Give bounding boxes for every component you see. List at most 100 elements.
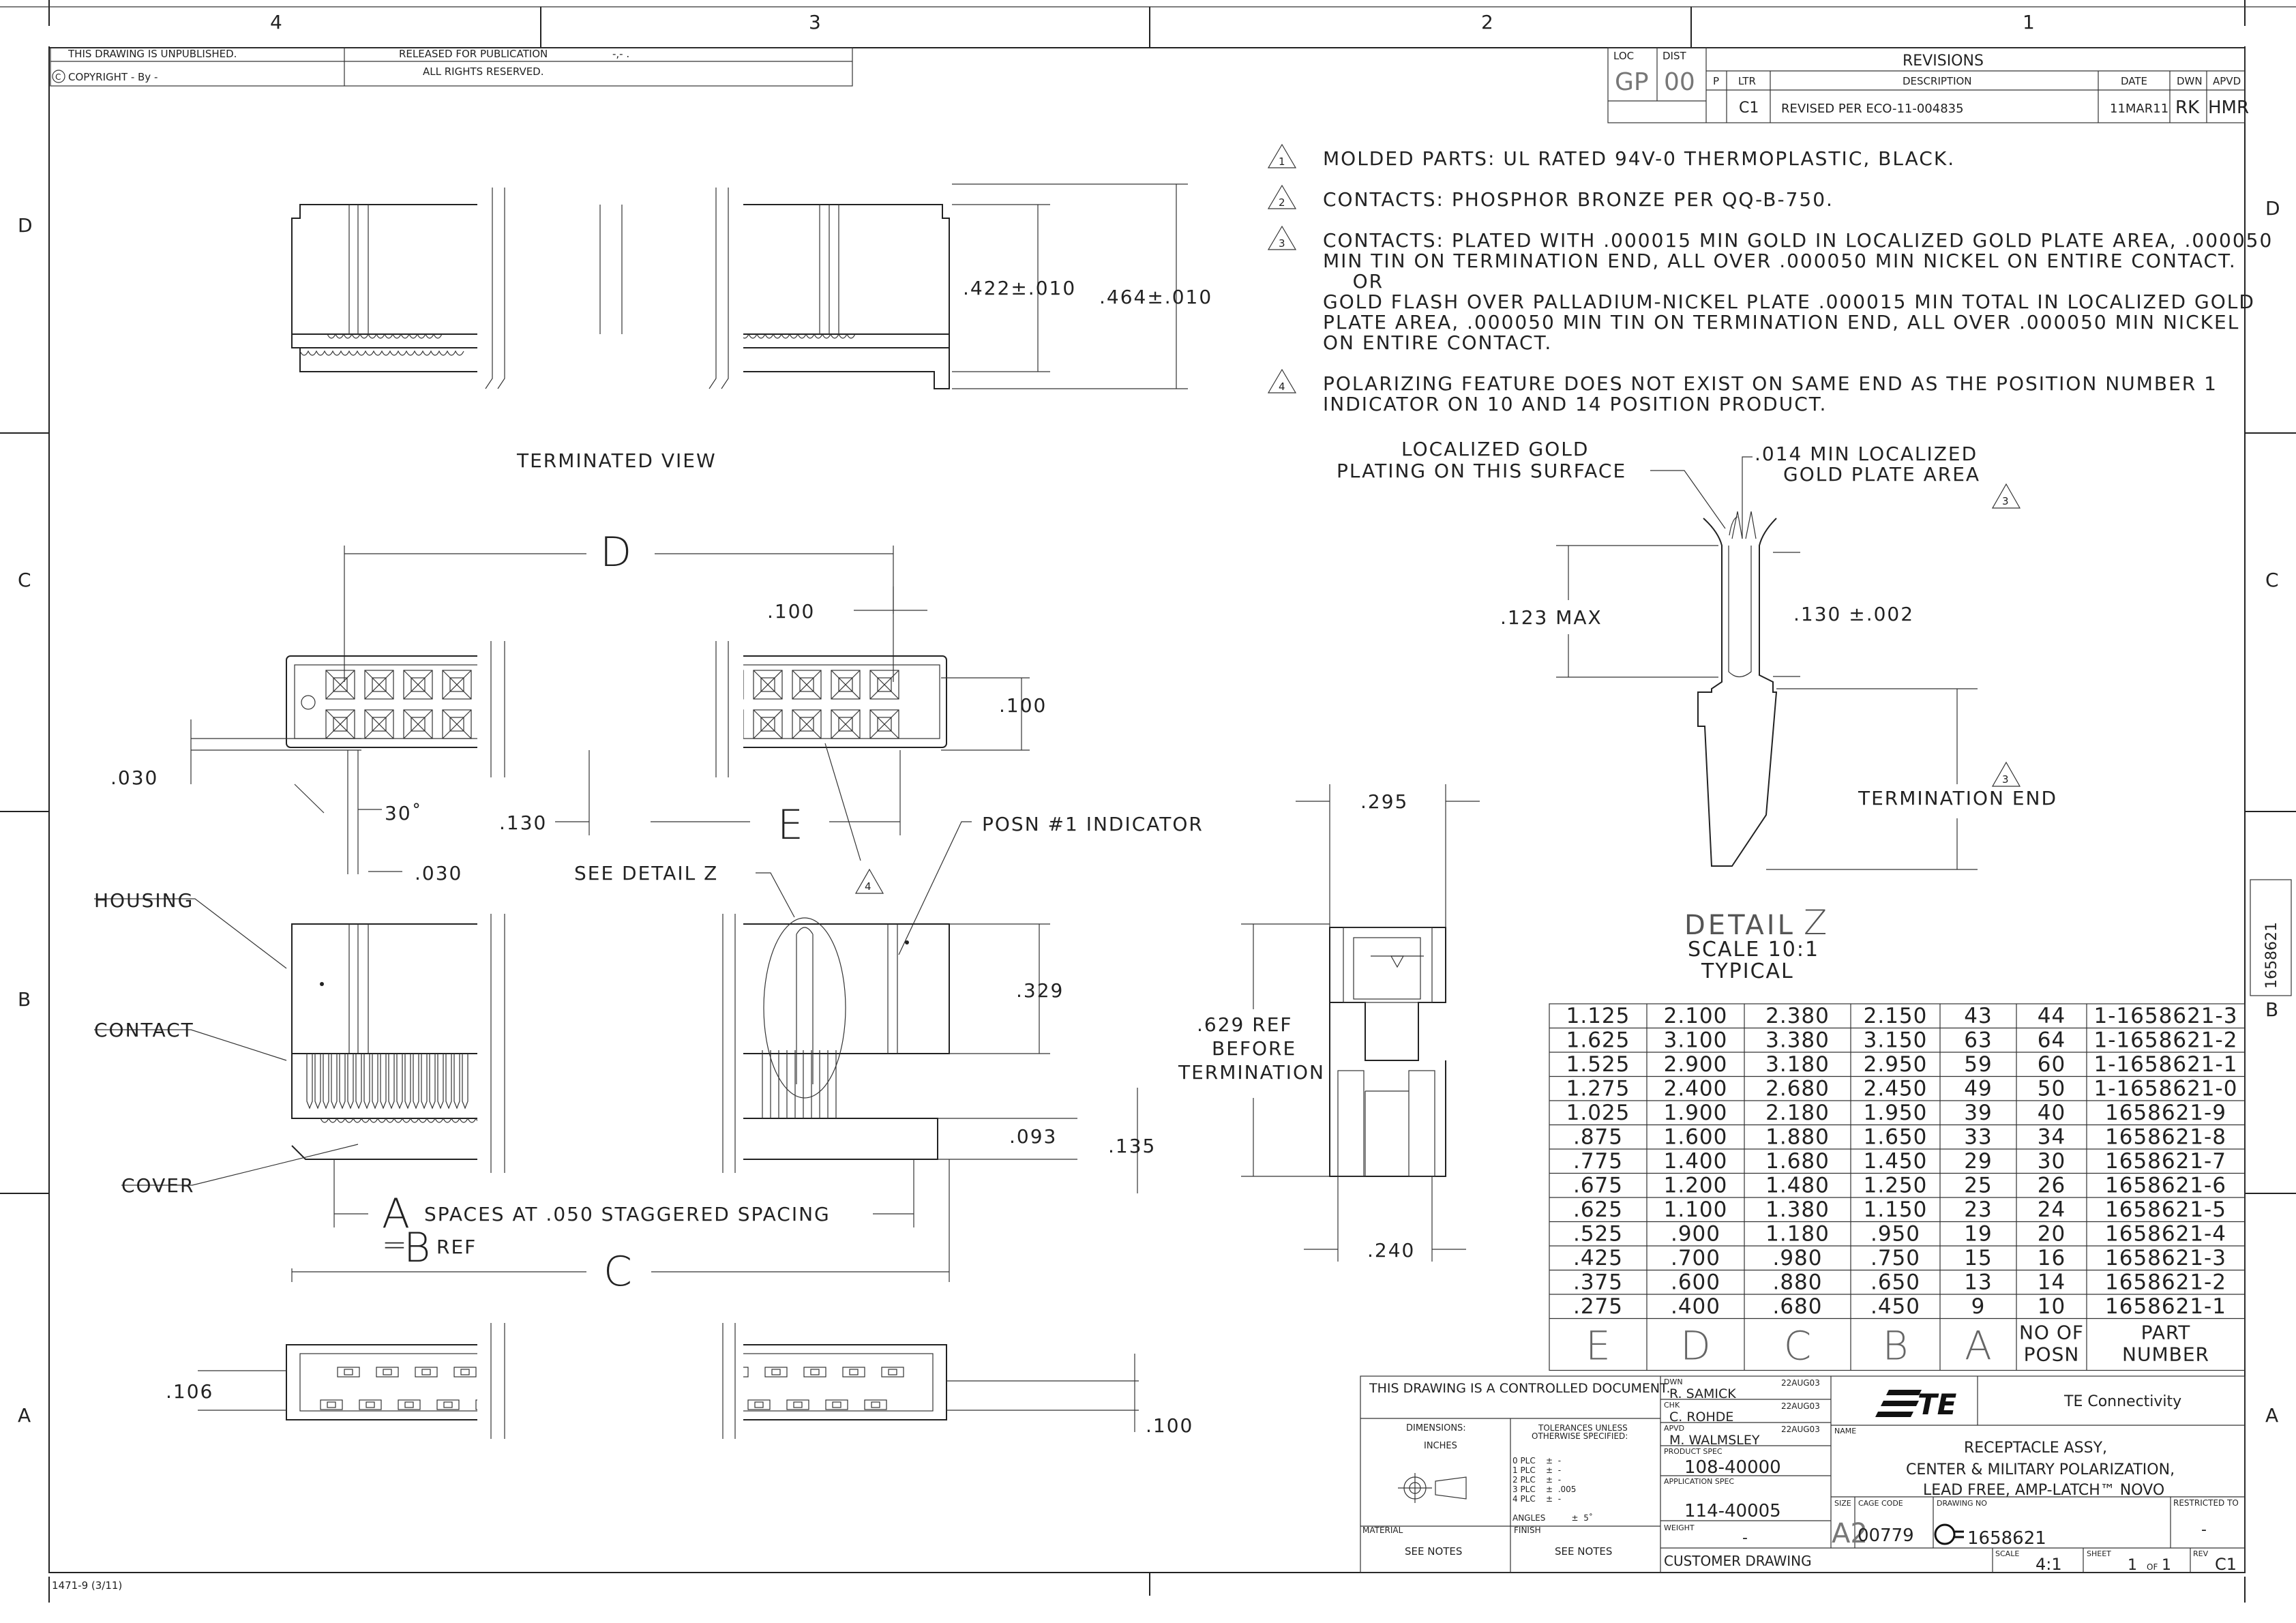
- weight-value: -: [1742, 1530, 1748, 1547]
- dim-422: .422±.010: [963, 277, 1076, 299]
- svg-text:1: 1: [1279, 155, 1285, 168]
- controlled-doc-text: THIS DRAWING IS A CONTROLLED DOCUMENT.: [1369, 1381, 1671, 1396]
- table-cell: .880: [1772, 1270, 1822, 1295]
- drawing-title-line-3: LEAD FREE, AMP-LATCH™ NOVO: [1923, 1482, 2164, 1499]
- contact-tail: [429, 1054, 436, 1110]
- svg-text:OR: OR: [1323, 270, 1384, 293]
- rev-col-dwn: DWN: [2177, 75, 2203, 87]
- pin-cell: [364, 670, 394, 700]
- svg-text:OF: OF: [2147, 1562, 2158, 1572]
- end-view: .295 .629 REF BEFORE TERMINATION .240: [1178, 784, 1480, 1262]
- note-3-ref-icon-2: [1991, 761, 2021, 787]
- released-value: -,- .: [612, 48, 629, 60]
- table-cell: 1.150: [1864, 1197, 1928, 1222]
- rev-col-date: DATE: [2121, 75, 2147, 87]
- rev-col-apvd: APVD: [2213, 75, 2241, 87]
- terminated-view-title: TERMINATED VIEW: [516, 449, 717, 472]
- zone-row-B-left: B: [18, 988, 32, 1011]
- table-cell: .525: [1573, 1222, 1623, 1247]
- detail-z-title: DETAIL: [1684, 910, 1795, 941]
- dim-C: C: [603, 1248, 632, 1296]
- loc-value: GP: [1615, 68, 1649, 96]
- svg-text:RESTRICTED TO: RESTRICTED TO: [2173, 1498, 2239, 1508]
- table-cell: 24: [2038, 1197, 2066, 1222]
- table-cell: 2.180: [1765, 1101, 1830, 1125]
- note-3: 3 CONTACTS: PLATED WITH .000015 MIN GOLD…: [1267, 225, 2273, 354]
- svg-text:MATERIAL: MATERIAL: [1362, 1525, 1403, 1535]
- note-delta-icon: [1267, 368, 1297, 393]
- svg-text:CONTACTS: PLATED WITH .000015: CONTACTS: PLATED WITH .000015 MIN GOLD I…: [1323, 229, 2273, 252]
- svg-text:ON ENTIRE CONTACT.: ON ENTIRE CONTACT.: [1323, 331, 1552, 354]
- table-cell: 60: [2038, 1052, 2066, 1077]
- drawn-by: R. SAMICK: [1669, 1386, 1736, 1401]
- svg-text:REV: REV: [2193, 1549, 2209, 1558]
- third-angle-projection-icon: [1398, 1473, 1467, 1503]
- table-cell: 1658621-7: [2105, 1149, 2226, 1174]
- table-cell: 20: [2038, 1222, 2066, 1247]
- bottom-pin: [376, 1367, 399, 1378]
- table-cell: 25: [1964, 1174, 1992, 1198]
- svg-text:MOLDED PARTS: UL RATED 94V-0 T: MOLDED PARTS: UL RATED 94V-0 THERMOPLAST…: [1323, 147, 1955, 170]
- dim-030-stagger: .030: [415, 862, 462, 884]
- dim-106: .106: [166, 1380, 213, 1403]
- pin-cell: [869, 670, 899, 700]
- table-cell: .950: [1870, 1222, 1920, 1247]
- table-cell: 14: [2038, 1270, 2066, 1295]
- table-cell: 1658621-5: [2105, 1197, 2226, 1222]
- checked-by: C. ROHDE: [1669, 1410, 1733, 1425]
- svg-text:1 PLC ± -: 1 PLC ± -: [1512, 1465, 1561, 1475]
- contact-tail: [323, 1054, 329, 1110]
- svg-text:DRAWING NO: DRAWING NO: [1937, 1499, 1987, 1508]
- table-cell: .675: [1573, 1174, 1623, 1198]
- table-header: B: [1883, 1323, 1909, 1369]
- detail-z: LOCALIZED GOLD PLATING ON THIS SURFACE .…: [1337, 438, 2056, 983]
- dist-value: 00: [1664, 68, 1695, 96]
- zone-row-C-right: C: [2265, 569, 2280, 591]
- loc-label: LOC: [1613, 50, 1634, 62]
- svg-text:4: 4: [1279, 381, 1285, 393]
- dim-100-bottom: .100: [1146, 1414, 1193, 1437]
- bottom-pin: [747, 1399, 771, 1410]
- table-cell: 2.380: [1765, 1004, 1830, 1028]
- title-block: THIS DRAWING IS A CONTROLLED DOCUMENT. D…: [1360, 1375, 2246, 1574]
- table-cell: 13: [1964, 1270, 1992, 1295]
- table-cell: 1.125: [1566, 1004, 1630, 1028]
- svg-text:3 PLC ± .005: 3 PLC ± .005: [1512, 1485, 1576, 1494]
- table-cell: 1.100: [1664, 1197, 1728, 1222]
- table-cell: 40: [2038, 1101, 2066, 1125]
- side-part-tab: [2250, 879, 2292, 996]
- detail-z-scale: SCALE 10:1: [1688, 938, 1819, 962]
- table-cell: .625: [1573, 1197, 1623, 1222]
- table-header: D: [1680, 1323, 1711, 1369]
- zone-col-1: 1: [2023, 11, 2036, 33]
- svg-text:3: 3: [2002, 773, 2009, 786]
- unpublished-text: THIS DRAWING IS UNPUBLISHED.: [68, 48, 237, 60]
- table-cell: 50: [2038, 1077, 2066, 1101]
- table-cell: 63: [1964, 1028, 1992, 1053]
- table-cell: 1-1658621-0: [2094, 1077, 2238, 1101]
- table-cell: 1-1658621-1: [2094, 1052, 2238, 1077]
- bottom-pin: [864, 1399, 887, 1410]
- contact-tail: [314, 1054, 321, 1110]
- note-delta-icon: [1267, 143, 1297, 168]
- detail-z-callout: [763, 917, 846, 1099]
- table-cell: .775: [1573, 1149, 1623, 1174]
- svg-text:C: C: [55, 72, 61, 82]
- table-cell: 49: [1964, 1077, 1992, 1101]
- dist-label: DIST: [1663, 50, 1686, 62]
- contact-tail: [462, 1054, 468, 1110]
- table-cell: .375: [1573, 1270, 1623, 1295]
- svg-text:APVD: APVD: [1664, 1424, 1684, 1433]
- note-1: 1 MOLDED PARTS: UL RATED 94V-0 THERMOPLA…: [1267, 143, 1955, 170]
- table-cell: .425: [1573, 1246, 1623, 1270]
- drawing-title-line-2: CENTER & MILITARY POLARIZATION,: [1906, 1461, 2175, 1478]
- table-cell: 3.150: [1864, 1028, 1928, 1053]
- triangle-marker-icon: [1390, 955, 1405, 968]
- min014-label-2: GOLD PLATE AREA: [1783, 463, 1980, 486]
- table-cell: .650: [1870, 1270, 1920, 1295]
- bottom-pin: [825, 1399, 848, 1410]
- dim-629-ref: .629 REF: [1197, 1013, 1293, 1036]
- svg-text:22AUG03: 22AUG03: [1781, 1378, 1820, 1388]
- svg-text:SHEET: SHEET: [2087, 1549, 2111, 1558]
- table-cell: .275: [1573, 1294, 1623, 1319]
